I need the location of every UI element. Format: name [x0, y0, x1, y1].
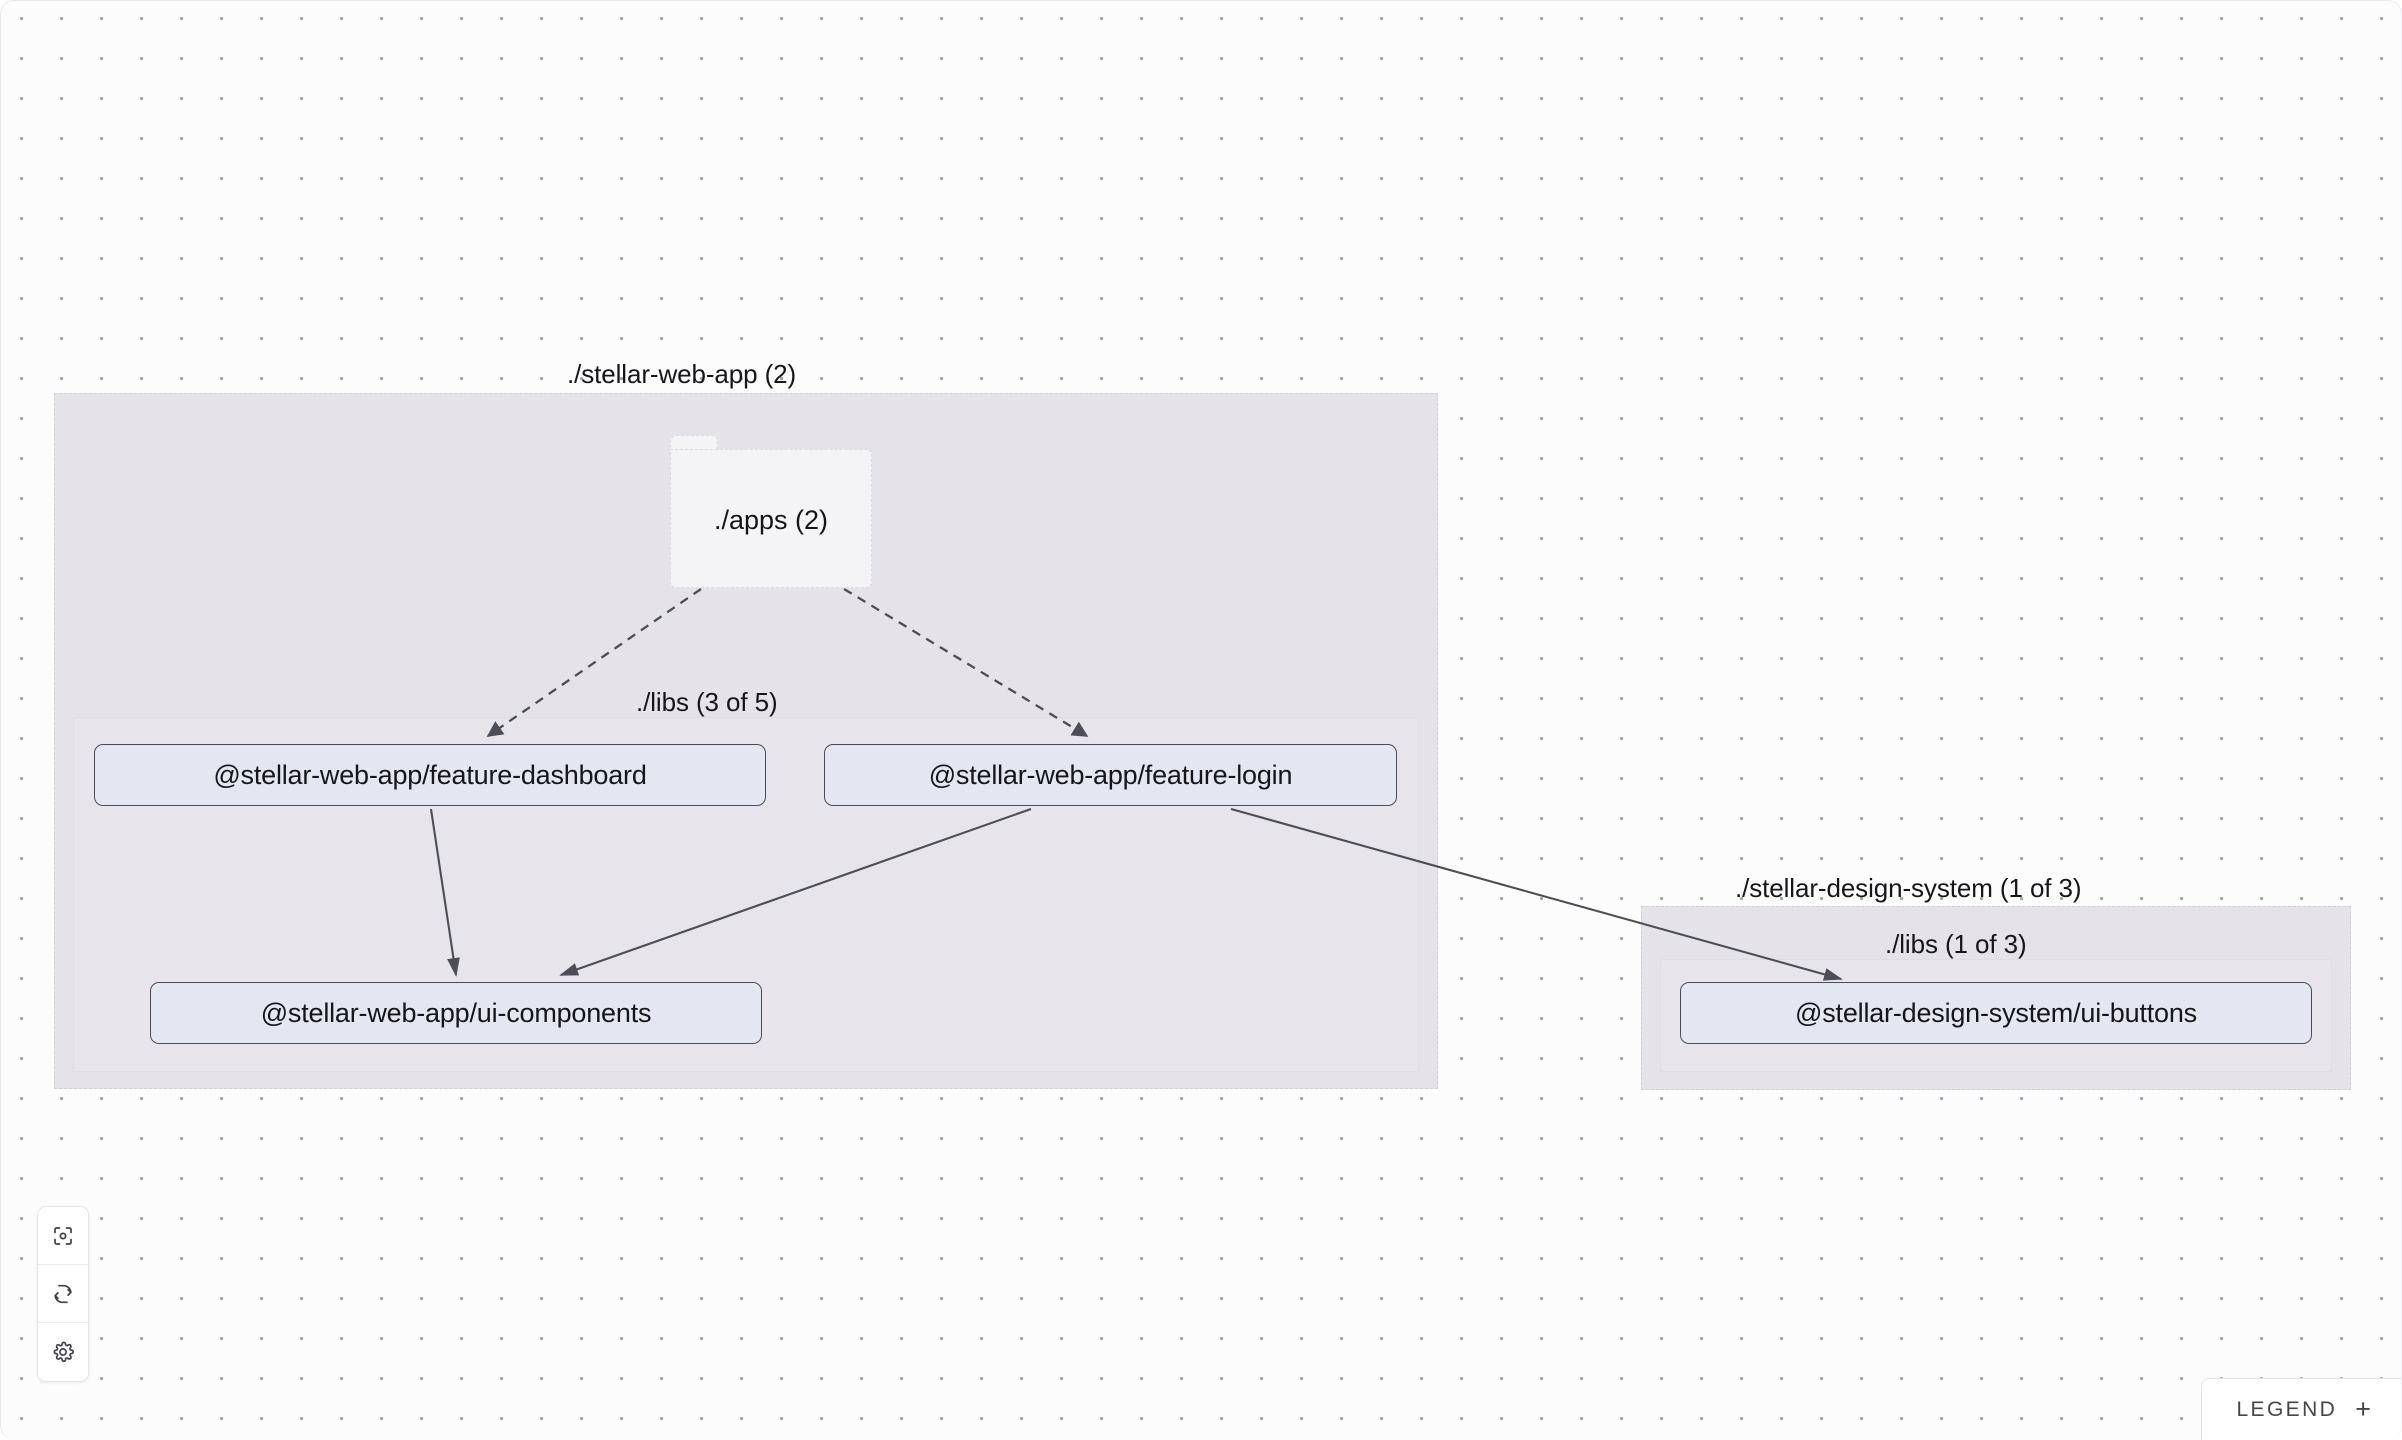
- gear-icon: [51, 1340, 75, 1364]
- refresh-sync-icon: [51, 1282, 75, 1306]
- folder-node-label: ./apps (2): [713, 505, 829, 535]
- legend-button[interactable]: LEGEND +: [2201, 1378, 2401, 1440]
- folder-tab-icon: [670, 435, 718, 453]
- folder-node-apps[interactable]: ./apps (2): [670, 435, 872, 588]
- group-label-stellar-web-app: ./stellar-web-app (2): [567, 359, 797, 389]
- focus-target-icon: [51, 1224, 75, 1248]
- node-label: @stellar-web-app/feature-login: [928, 759, 1293, 790]
- focus-graph-button[interactable]: [38, 1207, 88, 1265]
- node-ui-components[interactable]: @stellar-web-app/ui-components: [150, 982, 762, 1044]
- node-label: @stellar-web-app/feature-dashboard: [213, 759, 647, 790]
- node-feature-login[interactable]: @stellar-web-app/feature-login: [824, 744, 1397, 806]
- subgroup-label-design-system-libs: ./libs (1 of 3): [1885, 929, 2027, 959]
- node-feature-dashboard[interactable]: @stellar-web-app/feature-dashboard: [94, 744, 766, 806]
- expand-plus-icon: +: [2355, 1394, 2371, 1424]
- refresh-graph-button[interactable]: [38, 1265, 88, 1323]
- folder-body: ./apps (2): [670, 449, 872, 588]
- canvas-toolbar[interactable]: [37, 1206, 89, 1382]
- subgroup-label-web-app-libs: ./libs (3 of 5): [636, 687, 778, 717]
- settings-button[interactable]: [38, 1323, 88, 1381]
- node-label: @stellar-design-system/ui-buttons: [1795, 997, 2197, 1028]
- node-label: @stellar-web-app/ui-components: [260, 997, 652, 1028]
- node-ui-buttons[interactable]: @stellar-design-system/ui-buttons: [1680, 982, 2312, 1044]
- legend-label: LEGEND: [2236, 1397, 2338, 1421]
- group-label-stellar-design-system: ./stellar-design-system (1 of 3): [1735, 873, 2082, 903]
